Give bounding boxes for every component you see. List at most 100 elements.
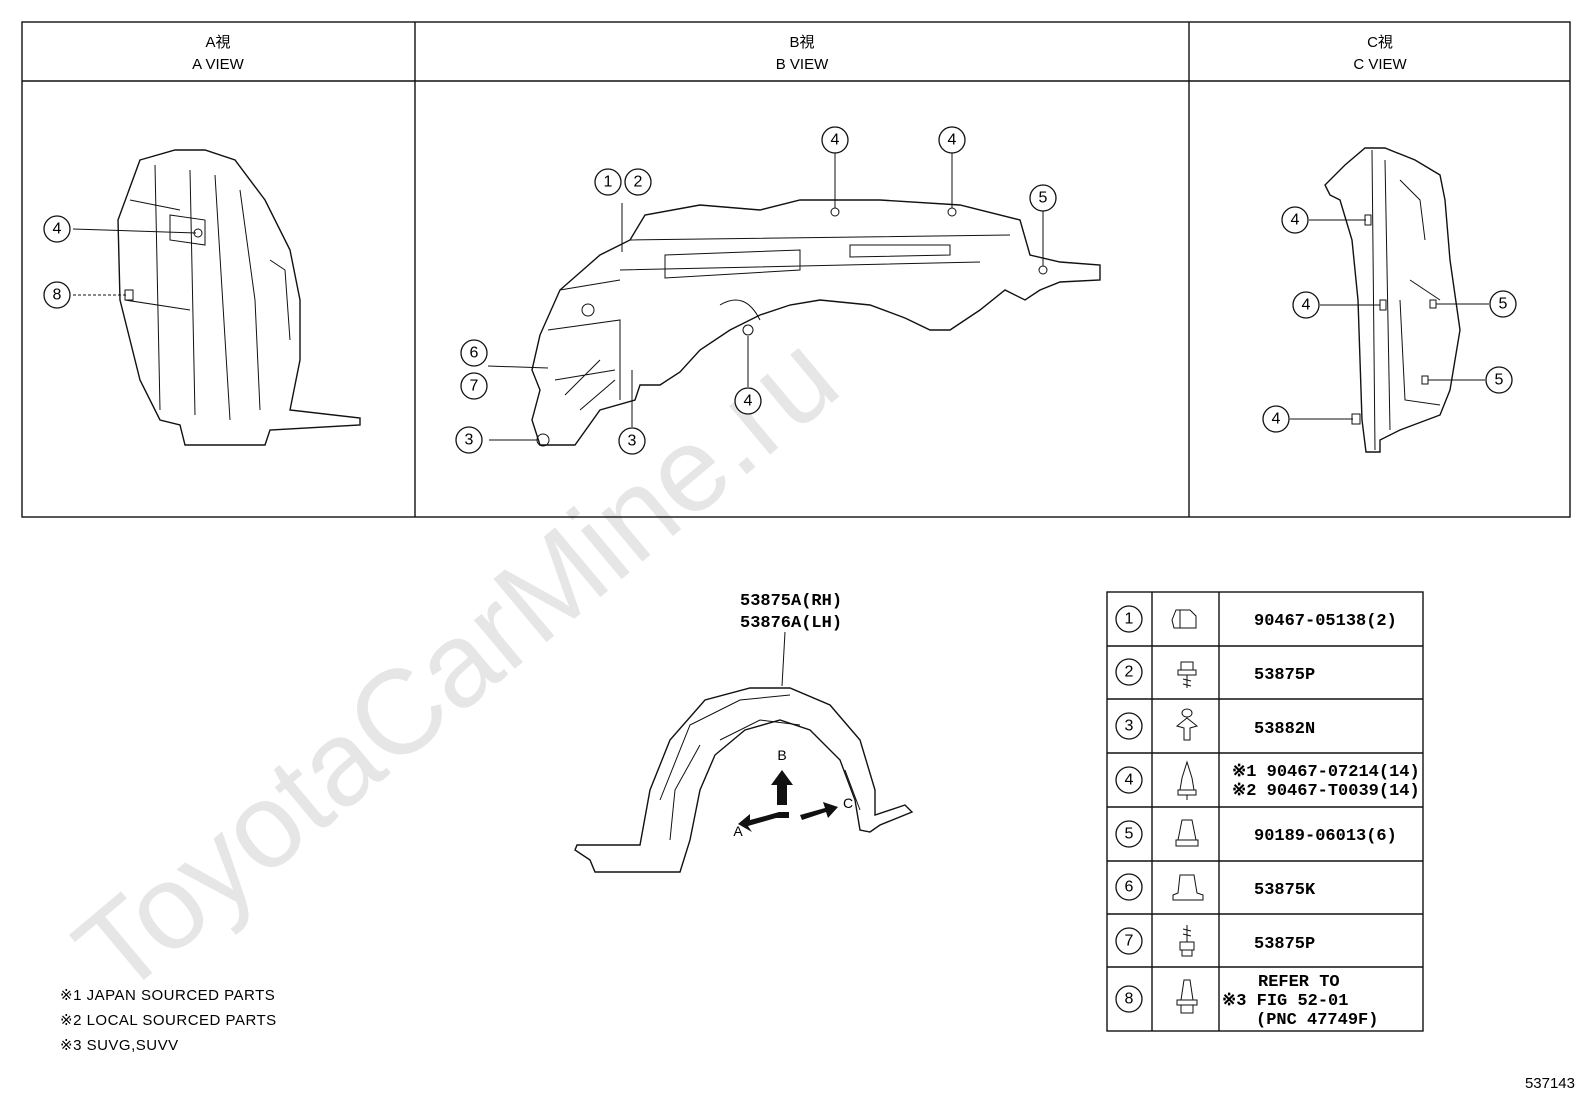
screw-icon [1177, 661, 1197, 688]
legend-number-4: 4 [1115, 766, 1143, 794]
pin-icon [1176, 979, 1198, 1014]
nut-icon [1175, 819, 1199, 847]
callout-b-5: 5 [1029, 184, 1057, 212]
legend-part-2: 53875P [1254, 666, 1315, 685]
main-part-number-rh: 53875A(RH) [740, 592, 842, 611]
legend-number-6: 6 [1115, 873, 1143, 901]
svg-text:8: 8 [1125, 991, 1134, 1008]
legend-row: 8 REFER TO ※3 FIG 52-01 (PNC 47749F) [1115, 973, 1378, 1030]
svg-text:1: 1 [604, 174, 613, 191]
screw-icon [1179, 925, 1195, 957]
svg-text:6: 6 [1125, 879, 1134, 896]
view-b-drawing [487, 153, 1101, 447]
svg-text:5: 5 [1495, 372, 1504, 389]
legend-row: 1 90467-05138(2) [1115, 605, 1397, 633]
clip-icon [1172, 874, 1204, 901]
footnote-2: ※2 LOCAL SOURCED PARTS [60, 1012, 277, 1029]
view-a-drawing [72, 149, 361, 446]
svg-text:4: 4 [744, 393, 753, 410]
legend-part-4a: ※1 90467-07214(14) [1232, 763, 1420, 782]
push-rivet-icon [1175, 708, 1199, 741]
svg-text:4: 4 [53, 221, 62, 238]
legend-table [1106, 591, 1424, 1032]
direction-arrows [738, 770, 838, 832]
arrow-label-c: C [843, 795, 853, 811]
callout-b-4-top-left: 4 [821, 126, 849, 154]
view-c-title-en: C VIEW [1353, 56, 1407, 73]
svg-text:1: 1 [1125, 611, 1134, 628]
view-b-title-jp: B視 [789, 34, 814, 51]
callout-c-4-bottom: 4 [1262, 405, 1290, 433]
legend-number-5: 5 [1115, 820, 1143, 848]
legend-part-1: 90467-05138(2) [1254, 612, 1397, 631]
svg-text:5: 5 [1125, 826, 1134, 843]
svg-text:4: 4 [831, 132, 840, 149]
callout-a-8: 8 [43, 281, 71, 309]
svg-text:6: 6 [470, 345, 479, 362]
callout-b-4-top-right: 4 [938, 126, 966, 154]
callout-b-4-bottom: 4 [734, 387, 762, 415]
legend-number-7: 7 [1115, 927, 1143, 955]
callout-b-2: 2 [624, 168, 652, 196]
callout-b-3-right: 3 [618, 427, 646, 455]
footnote-1: ※1 JAPAN SOURCED PARTS [60, 987, 275, 1004]
svg-text:5: 5 [1499, 296, 1508, 313]
svg-text:2: 2 [1125, 664, 1134, 681]
legend-part-7: 53875P [1254, 935, 1315, 954]
view-a-title-jp: A視 [205, 34, 230, 51]
legend-row: 2 53875P [1115, 658, 1315, 688]
callout-a-4: 4 [43, 215, 71, 243]
svg-text:4: 4 [948, 132, 957, 149]
legend-part-4b: ※2 90467-T0039(14) [1232, 782, 1420, 801]
callout-c-4-top: 4 [1281, 206, 1309, 234]
svg-text:8: 8 [53, 287, 62, 304]
legend-part-8b: ※3 FIG 52-01 [1222, 992, 1348, 1011]
svg-text:3: 3 [628, 433, 637, 450]
legend-part-8a: REFER TO [1258, 973, 1340, 992]
svg-text:4: 4 [1125, 772, 1134, 789]
fender-liner-drawing [574, 687, 914, 873]
view-b-title-en: B VIEW [776, 56, 829, 73]
legend-number-2: 2 [1115, 658, 1143, 686]
figure-number: 537143 [1525, 1075, 1575, 1092]
svg-text:3: 3 [465, 432, 474, 449]
legend-number-8: 8 [1115, 985, 1143, 1013]
callout-b-3-left: 3 [455, 426, 483, 454]
legend-row: 4 ※1 90467-07214(14) ※2 90467-T0039(14) [1115, 760, 1420, 801]
legend-row: 7 53875P [1115, 925, 1315, 957]
callout-b-7: 7 [460, 372, 488, 400]
legend-part-8c: (PNC 47749F) [1256, 1011, 1378, 1030]
legend-part-5: 90189-06013(6) [1254, 827, 1397, 846]
callout-b-6: 6 [460, 339, 488, 367]
svg-text:3: 3 [1125, 718, 1134, 735]
legend-row: 5 90189-06013(6) [1115, 819, 1397, 848]
callout-c-5-top: 5 [1489, 290, 1517, 318]
callout-c-4-middle: 4 [1292, 291, 1320, 319]
callout-c-5-bottom: 5 [1485, 366, 1513, 394]
svg-text:5: 5 [1039, 190, 1048, 207]
arrow-label-a: A [733, 823, 743, 839]
legend-row: 3 53882N [1115, 708, 1315, 741]
clip-rivet-icon [1177, 760, 1197, 800]
view-c-drawing [1290, 147, 1489, 453]
svg-text:7: 7 [470, 378, 479, 395]
view-c-title-jp: C視 [1367, 34, 1393, 51]
main-part-leader [781, 631, 786, 687]
legend-number-1: 1 [1115, 605, 1143, 633]
svg-text:4: 4 [1302, 297, 1311, 314]
view-a-title-en: A VIEW [192, 56, 245, 73]
svg-text:7: 7 [1125, 933, 1134, 950]
legend-row: 6 53875K [1115, 873, 1316, 901]
legend-part-3: 53882N [1254, 720, 1315, 739]
main-part-number-lh: 53876A(LH) [740, 614, 842, 633]
views-table [21, 21, 1571, 518]
legend-part-6: 53875K [1254, 881, 1316, 900]
footnote-3: ※3 SUVG,SUVV [60, 1037, 179, 1054]
svg-text:4: 4 [1291, 212, 1300, 229]
svg-text:4: 4 [1272, 411, 1281, 428]
clip-icon [1171, 609, 1197, 629]
svg-text:2: 2 [634, 174, 643, 191]
legend-number-3: 3 [1115, 712, 1143, 740]
arrow-label-b: B [777, 747, 786, 763]
